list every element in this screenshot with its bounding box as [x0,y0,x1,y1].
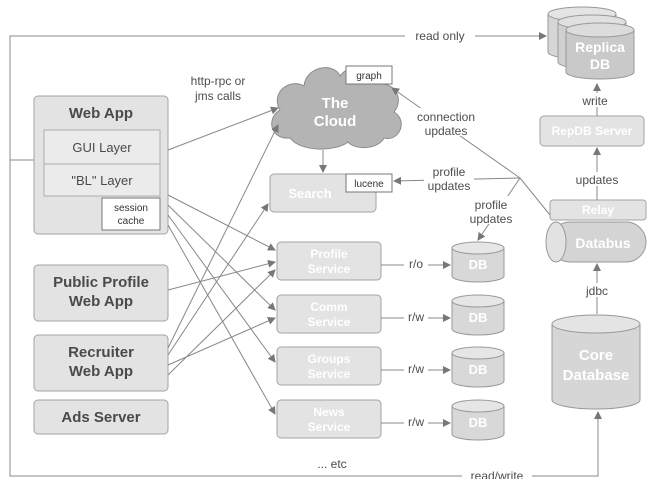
recruiter-web-app: Recruiter Web App [33,334,169,392]
groups-db-label: DB [469,362,488,377]
http-rpc-label-1: http-rpc or [191,74,246,88]
groups-db: DB [451,346,505,388]
connection-updates-line1: connection [417,110,475,124]
news-db-label: DB [469,415,488,430]
jdbc-label: jdbc [585,284,608,298]
databus: Databus [545,221,647,263]
repdb-server-label: RepDB Server [552,124,633,138]
search-box: Search lucene [269,173,393,213]
cloud-line1: The [322,95,349,112]
relay-label: Relay [582,203,614,217]
comm-db-label: DB [469,310,488,325]
etc-label: ... etc [317,457,346,471]
recruiter-line1: Recruiter [68,344,134,361]
webapp-connections [167,106,279,415]
rw-label-2: r/w [408,362,424,376]
cache-label: cache [118,216,145,227]
profile-updates-b-line2: updates [470,212,513,226]
cloud-line2: Cloud [314,113,357,130]
replica-db-line2: DB [590,56,610,72]
web-app-box: Web App GUI Layer "BL" Layer session cac… [33,95,169,235]
graph-tag: graph [356,71,382,82]
profile-db: DB [451,241,505,283]
read-write-connector [9,159,602,477]
news-db: DB [451,399,505,441]
profile-service-line2: Service [308,262,351,276]
rw-label-1: r/w [408,310,424,324]
read-write-label: read/write [471,469,524,479]
ads-server-label: Ads Server [61,409,140,426]
updates-label: updates [576,173,619,187]
news-service: News Service [276,399,382,439]
rw-label-3: r/w [408,415,424,429]
gui-layer-label: GUI Layer [72,140,132,155]
public-profile-line1: Public Profile [53,274,149,291]
repdb-server: RepDB Server [539,115,645,147]
core-db-line1: Core [579,347,613,364]
write-label: write [581,94,608,108]
ads-server: Ads Server [33,399,169,435]
comm-service-line1: Comm [310,300,347,314]
comm-service-line2: Service [308,315,351,329]
replica-db: Replica DB [547,6,635,80]
news-service-line2: Service [308,420,351,434]
profile-updates-b-line1: profile [475,198,508,212]
web-app-title: Web App [69,105,133,122]
databus-label: Databus [575,235,630,251]
profile-updates-a-line1: profile [433,165,466,179]
groups-service: Groups Service [276,346,382,386]
groups-service-line2: Service [308,367,351,381]
core-database: Core Database [551,314,641,410]
groups-service-line1: Groups [308,352,351,366]
profile-service-line1: Profile [310,247,348,261]
ro-label: r/o [409,257,423,271]
public-profile-line2: Web App [69,293,133,310]
session-label: session [114,203,148,214]
comm-service: Comm Service [276,294,382,334]
replica-db-line1: Replica [575,39,625,55]
lucene-tag: lucene [354,179,384,190]
profile-service: Profile Service [276,241,382,281]
connection-updates-line2: updates [425,124,468,138]
news-service-line1: News [313,405,345,419]
core-db-line2: Database [563,367,630,384]
search-label: Search [288,186,331,201]
relay-box: Relay [549,199,647,221]
recruiter-line2: Web App [69,363,133,380]
bl-layer-label: "BL" Layer [71,173,133,188]
comm-db: DB [451,294,505,336]
public-profile-web-app: Public Profile Web App [33,264,169,322]
http-rpc-label-2: jms calls [194,89,241,103]
read-only-label: read only [415,29,464,43]
profile-db-label: DB [469,257,488,272]
profile-updates-a-line2: updates [428,179,471,193]
the-cloud: The Cloud graph [271,65,402,150]
